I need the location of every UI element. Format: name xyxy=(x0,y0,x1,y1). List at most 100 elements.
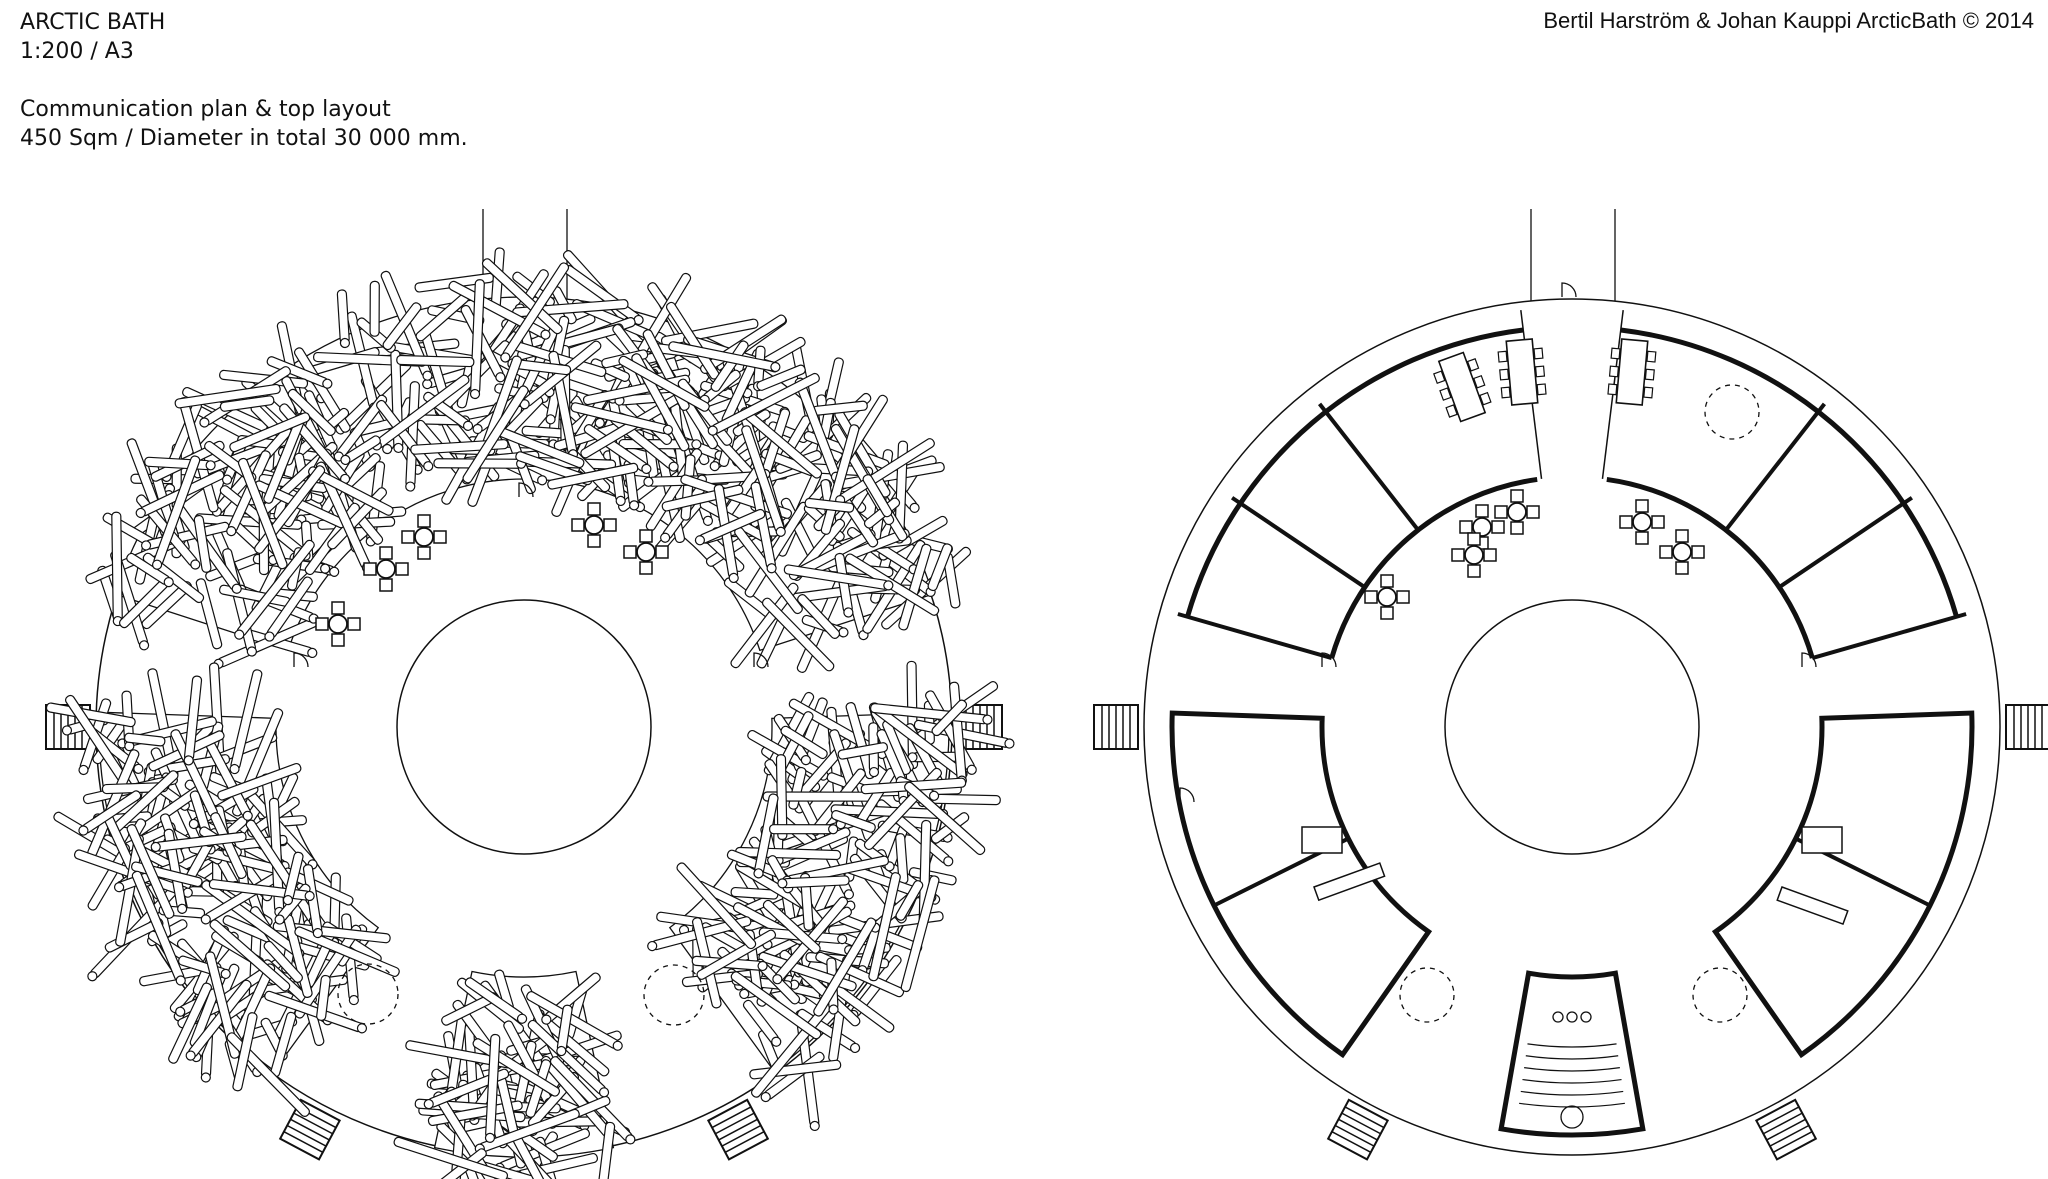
central-pool xyxy=(1444,599,1700,855)
chair xyxy=(1479,391,1492,406)
log xyxy=(761,597,835,672)
ladder-rung xyxy=(1341,1112,1381,1135)
log-end xyxy=(150,841,161,853)
log-body xyxy=(815,951,905,998)
log-body xyxy=(263,940,303,983)
ladder-frame xyxy=(2005,704,2048,750)
chair xyxy=(1643,386,1654,399)
log-end xyxy=(707,425,718,436)
ladder-rung xyxy=(1344,1106,1385,1129)
chair xyxy=(1534,365,1546,378)
log xyxy=(730,971,822,1040)
log-end xyxy=(598,1087,610,1098)
log-body xyxy=(232,1012,258,1092)
log xyxy=(209,919,291,992)
ladder-rung xyxy=(293,1112,333,1135)
long-table-icon xyxy=(1497,338,1547,406)
door-icon xyxy=(753,652,769,668)
log xyxy=(333,394,388,462)
log-body xyxy=(316,974,331,1021)
log-body xyxy=(769,824,834,835)
chair xyxy=(1364,590,1378,604)
partition-wall xyxy=(1811,612,1967,661)
hot-tub-outline xyxy=(1704,384,1760,440)
log-end xyxy=(909,502,920,513)
log xyxy=(152,455,201,570)
bench xyxy=(1776,886,1849,926)
log xyxy=(597,1121,616,1179)
log xyxy=(336,289,351,349)
sauna-step xyxy=(1519,1102,1625,1108)
sauna-stove xyxy=(1560,1105,1584,1129)
chair xyxy=(1459,520,1473,534)
log xyxy=(193,514,212,573)
log xyxy=(205,951,240,1059)
log xyxy=(316,974,331,1021)
log-body xyxy=(124,732,166,747)
chair xyxy=(1691,545,1705,559)
chair xyxy=(379,546,393,560)
log xyxy=(525,1059,552,1118)
log-body xyxy=(168,982,212,1064)
hot-tub-outline xyxy=(1692,967,1748,1023)
chair xyxy=(1445,404,1458,418)
log-body xyxy=(237,457,288,570)
ladder-rung xyxy=(286,1124,327,1147)
bather-figure xyxy=(1580,1011,1592,1023)
log xyxy=(124,732,166,747)
log-end xyxy=(175,975,186,986)
area-label: 450 Sqm / Diameter in total 30 000 mm. xyxy=(20,126,468,151)
scale-label: 1:200 / A3 xyxy=(20,39,134,64)
log xyxy=(527,1019,610,1098)
ladder-rung xyxy=(283,1130,324,1153)
log-end xyxy=(264,631,275,642)
log xyxy=(308,466,394,516)
log-end xyxy=(541,1014,552,1025)
long-table-icon xyxy=(1607,338,1657,406)
partition-wall xyxy=(1318,402,1420,532)
log xyxy=(168,982,212,1064)
log-end xyxy=(329,566,340,577)
log xyxy=(264,576,313,642)
log xyxy=(469,279,485,400)
log-end xyxy=(660,532,671,543)
chair xyxy=(1483,548,1497,562)
log xyxy=(800,872,814,931)
chair xyxy=(1510,521,1524,535)
log xyxy=(45,702,136,728)
log xyxy=(668,341,781,373)
log-end xyxy=(615,495,626,507)
log-end xyxy=(422,370,433,381)
log xyxy=(263,940,303,983)
log-end xyxy=(537,475,548,486)
log xyxy=(393,1136,509,1179)
door-swing xyxy=(1321,652,1337,668)
sauna-step xyxy=(1525,1055,1619,1060)
log-end xyxy=(135,507,146,519)
table-top xyxy=(584,515,604,535)
chair xyxy=(1526,505,1540,519)
log-body xyxy=(831,810,876,833)
log-end xyxy=(766,563,777,574)
log xyxy=(804,497,855,513)
log-end xyxy=(849,1042,861,1054)
dining-table-icon xyxy=(315,601,361,647)
door-icon xyxy=(1321,652,1337,668)
door-swing xyxy=(293,652,309,668)
sauna-step xyxy=(1527,1043,1617,1048)
log xyxy=(210,812,247,880)
log xyxy=(410,439,509,455)
log-end xyxy=(629,500,640,511)
log xyxy=(750,481,777,574)
log-end xyxy=(320,563,331,574)
log-body xyxy=(111,511,123,622)
log-body xyxy=(174,383,281,409)
log-end xyxy=(702,515,714,526)
log-end xyxy=(423,1098,434,1110)
door-swing xyxy=(1561,282,1577,298)
ladder-rung xyxy=(1766,1118,1806,1141)
log-end xyxy=(140,540,152,551)
sauna-step xyxy=(1520,1090,1624,1096)
log xyxy=(753,793,779,879)
log xyxy=(234,539,315,640)
